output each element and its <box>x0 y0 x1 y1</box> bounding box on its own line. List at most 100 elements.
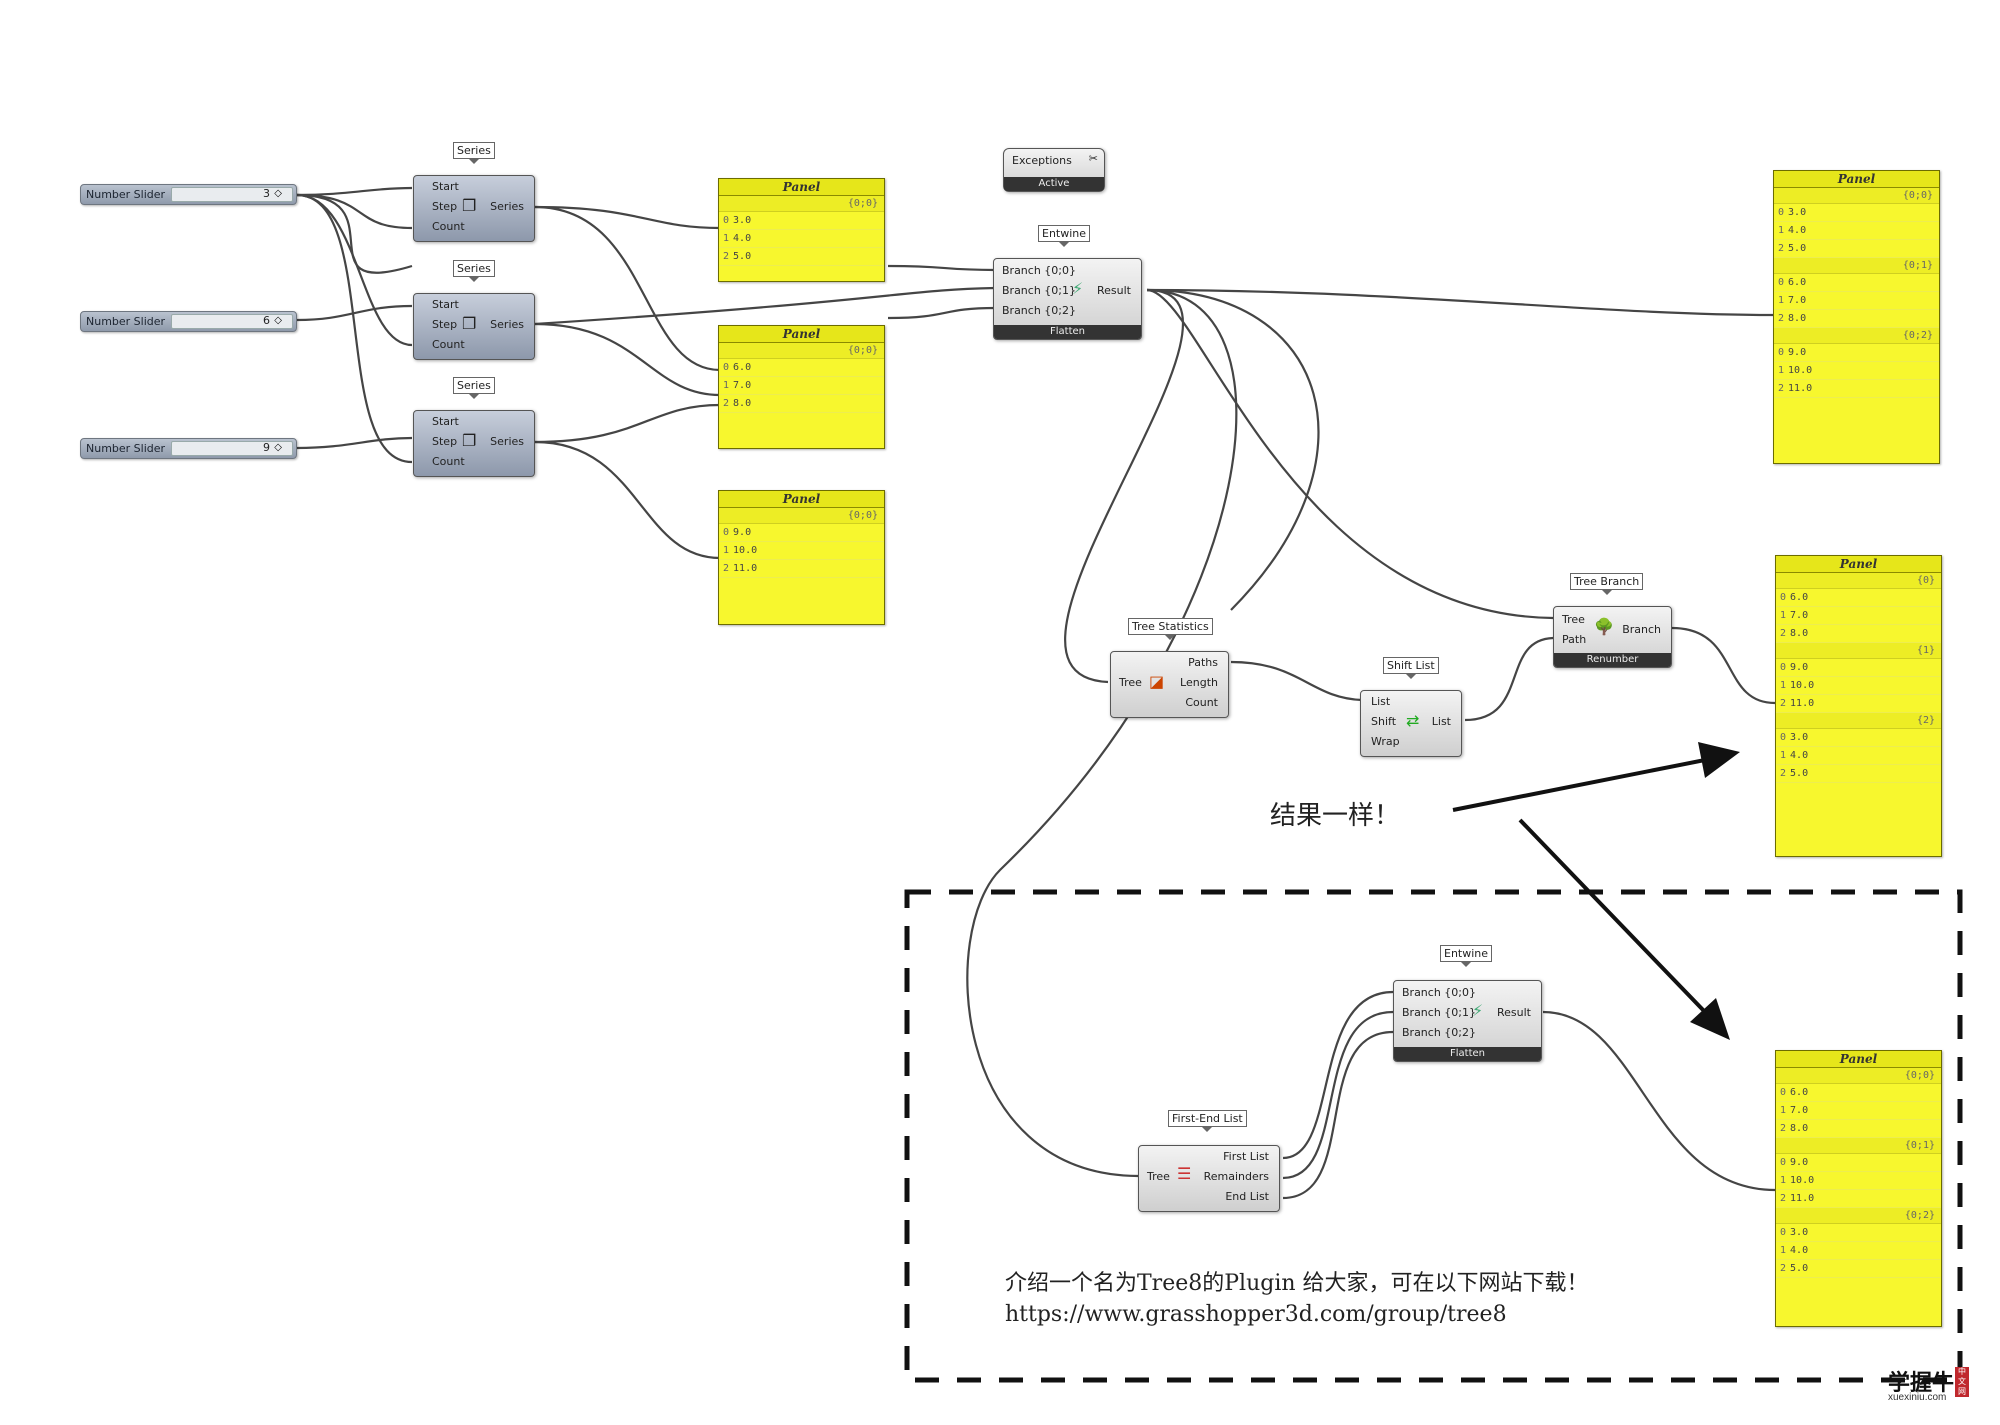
series-component-3[interactable]: Start Step Count ❐ Series <box>413 410 535 477</box>
path-input[interactable]: Path <box>1562 633 1587 646</box>
slider-knob-icon[interactable]: ◇ <box>274 442 282 453</box>
caption-plugin: 介绍一个名为Tree8的Plugin 给大家，可在以下网站下载！ <box>1005 1271 1589 1296</box>
tree-branch-tag: Tree Branch <box>1570 573 1644 595</box>
slider-value: 6 <box>263 314 270 327</box>
tree-input[interactable]: Tree <box>1119 676 1142 689</box>
branch-header: {0;0} <box>719 196 884 212</box>
panel-title: Panel <box>719 179 884 196</box>
step-input[interactable]: Step <box>432 200 458 213</box>
slider-value: 3 <box>263 187 270 200</box>
slider-track[interactable] <box>171 441 293 456</box>
wrap-input[interactable]: Wrap <box>1371 735 1400 748</box>
shift-list-component[interactable]: List Shift Wrap ⇄ List <box>1360 690 1462 757</box>
list-input[interactable]: List <box>1371 695 1391 708</box>
branch-input-2[interactable]: Branch {0;2} <box>1002 304 1076 317</box>
flatten-footer[interactable]: Flatten <box>994 325 1141 339</box>
series-output[interactable]: Series <box>490 200 524 213</box>
slider-knob-icon[interactable]: ◇ <box>274 188 282 199</box>
panel-title: Panel <box>1776 556 1941 573</box>
branch-header: {0;0} <box>1776 1068 1941 1084</box>
exceptions-component[interactable]: Exceptions ✂ Active <box>1003 148 1105 192</box>
slider-track[interactable] <box>171 314 293 329</box>
exceptions-status: Active <box>1004 177 1104 191</box>
length-output[interactable]: Length <box>1180 676 1218 689</box>
series-component-2[interactable]: Start Step Count ❐ Series <box>413 293 535 360</box>
tree-statistics-icon: ◪ <box>1149 672 1165 691</box>
shift-list-tag: Shift List <box>1383 657 1439 679</box>
series-icon: ❐ <box>462 196 477 215</box>
result-output[interactable]: Result <box>1097 284 1131 297</box>
flatten-footer[interactable]: Flatten <box>1394 1047 1541 1061</box>
start-input[interactable]: Start <box>432 415 459 428</box>
branch-header: {1} <box>1776 643 1941 659</box>
series-output[interactable]: Series <box>490 435 524 448</box>
renumber-footer[interactable]: Renumber <box>1554 653 1671 667</box>
series-tag: Series <box>453 377 495 399</box>
count-input[interactable]: Count <box>432 220 465 233</box>
watermark-logo: 学握牛 <box>1888 1370 1955 1396</box>
slider-knob-icon[interactable]: ◇ <box>274 315 282 326</box>
tree-input[interactable]: Tree <box>1147 1170 1170 1183</box>
count-input[interactable]: Count <box>432 455 465 468</box>
branch-input-2[interactable]: Branch {0;2} <box>1402 1026 1476 1039</box>
series-icon: ❐ <box>462 431 477 450</box>
number-slider-3[interactable]: Number Slider 9 ◇ <box>80 438 297 459</box>
branch-input-0[interactable]: Branch {0;0} <box>1002 264 1076 277</box>
start-input[interactable]: Start <box>432 180 459 193</box>
step-input[interactable]: Step <box>432 318 458 331</box>
caption-url[interactable]: https://www.grasshopper3d.com/group/tree… <box>1005 1302 1507 1327</box>
branch-output[interactable]: Branch <box>1622 623 1661 636</box>
count-output[interactable]: Count <box>1185 696 1218 709</box>
number-slider-2[interactable]: Number Slider 6 ◇ <box>80 311 297 332</box>
first-list-output[interactable]: First List <box>1223 1150 1269 1163</box>
tree-input[interactable]: Tree <box>1562 613 1585 626</box>
start-input[interactable]: Start <box>432 298 459 311</box>
end-list-output[interactable]: End List <box>1225 1190 1269 1203</box>
shift-input[interactable]: Shift <box>1371 715 1397 728</box>
list-output[interactable]: List <box>1431 715 1451 728</box>
tree-statistics-component[interactable]: Tree ◪ Paths Length Count <box>1110 651 1229 718</box>
entwine-component-2[interactable]: Branch {0;0} Branch {0;1} Branch {0;2} ⚡… <box>1393 980 1542 1062</box>
series-component-1[interactable]: Start Step Count ❐ Series <box>413 175 535 242</box>
branch-header: {2} <box>1776 713 1941 729</box>
tree-branch-component[interactable]: Tree Path 🌳 Branch Renumber <box>1553 606 1672 668</box>
slider-track[interactable] <box>171 187 293 202</box>
entwine-component-1[interactable]: Branch {0;0} Branch {0;1} Branch {0;2} ⚡… <box>993 258 1142 340</box>
remainders-output[interactable]: Remainders <box>1203 1170 1269 1183</box>
watermark-badge: 中文网 <box>1955 1367 1969 1397</box>
branch-input-1[interactable]: Branch {0;1} <box>1402 1006 1476 1019</box>
count-input[interactable]: Count <box>432 338 465 351</box>
branch-header: {0;0} <box>1774 188 1939 204</box>
series-output[interactable]: Series <box>490 318 524 331</box>
first-end-list-component[interactable]: Tree ☰ First List Remainders End List <box>1138 1145 1280 1212</box>
exceptions-label: Exceptions <box>1012 154 1072 167</box>
step-input[interactable]: Step <box>432 435 458 448</box>
paths-output[interactable]: Paths <box>1188 656 1218 669</box>
branch-input-0[interactable]: Branch {0;0} <box>1402 986 1476 999</box>
branch-input-1[interactable]: Branch {0;1} <box>1002 284 1076 297</box>
result-output[interactable]: Result <box>1497 1006 1531 1019</box>
number-slider-1[interactable]: Number Slider 3 ◇ <box>80 184 297 205</box>
